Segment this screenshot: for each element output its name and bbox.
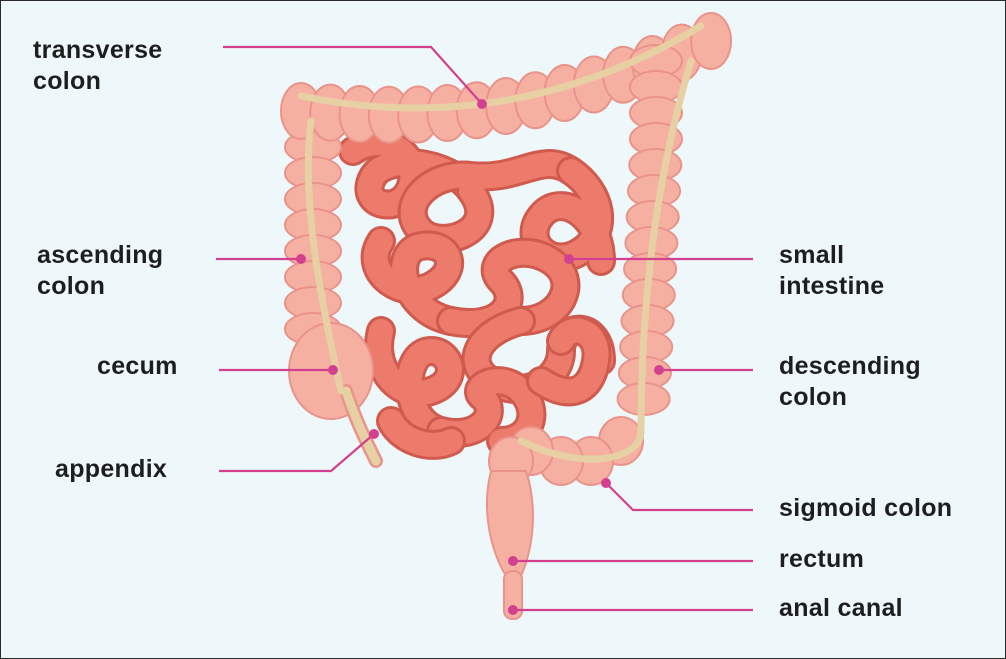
leader-anal-canal-dot: [508, 605, 518, 615]
small-intestine-shape: [353, 143, 601, 445]
label-sigmoid-colon: sigmoid colon: [779, 493, 952, 524]
leader-cecum-dot: [328, 365, 338, 375]
leader-small-intestine-dot: [564, 254, 574, 264]
leader-rectum-dot: [508, 556, 518, 566]
leader-sigmoid-colon: [606, 483, 753, 510]
leader-transverse-colon-dot: [477, 99, 487, 109]
label-anal-canal: anal canal: [779, 593, 903, 624]
label-appendix: appendix: [55, 454, 167, 485]
label-cecum: cecum: [97, 351, 178, 382]
leader-appendix: [219, 434, 374, 471]
leader-ascending-colon-dot: [296, 254, 306, 264]
leader-sigmoid-colon-dot: [601, 478, 611, 488]
small-intestine-loop: [376, 241, 451, 321]
label-rectum: rectum: [779, 544, 864, 575]
transverse-colon-segment: [691, 13, 731, 69]
leader-descending-colon-dot: [654, 365, 664, 375]
leader-appendix-dot: [369, 429, 379, 439]
